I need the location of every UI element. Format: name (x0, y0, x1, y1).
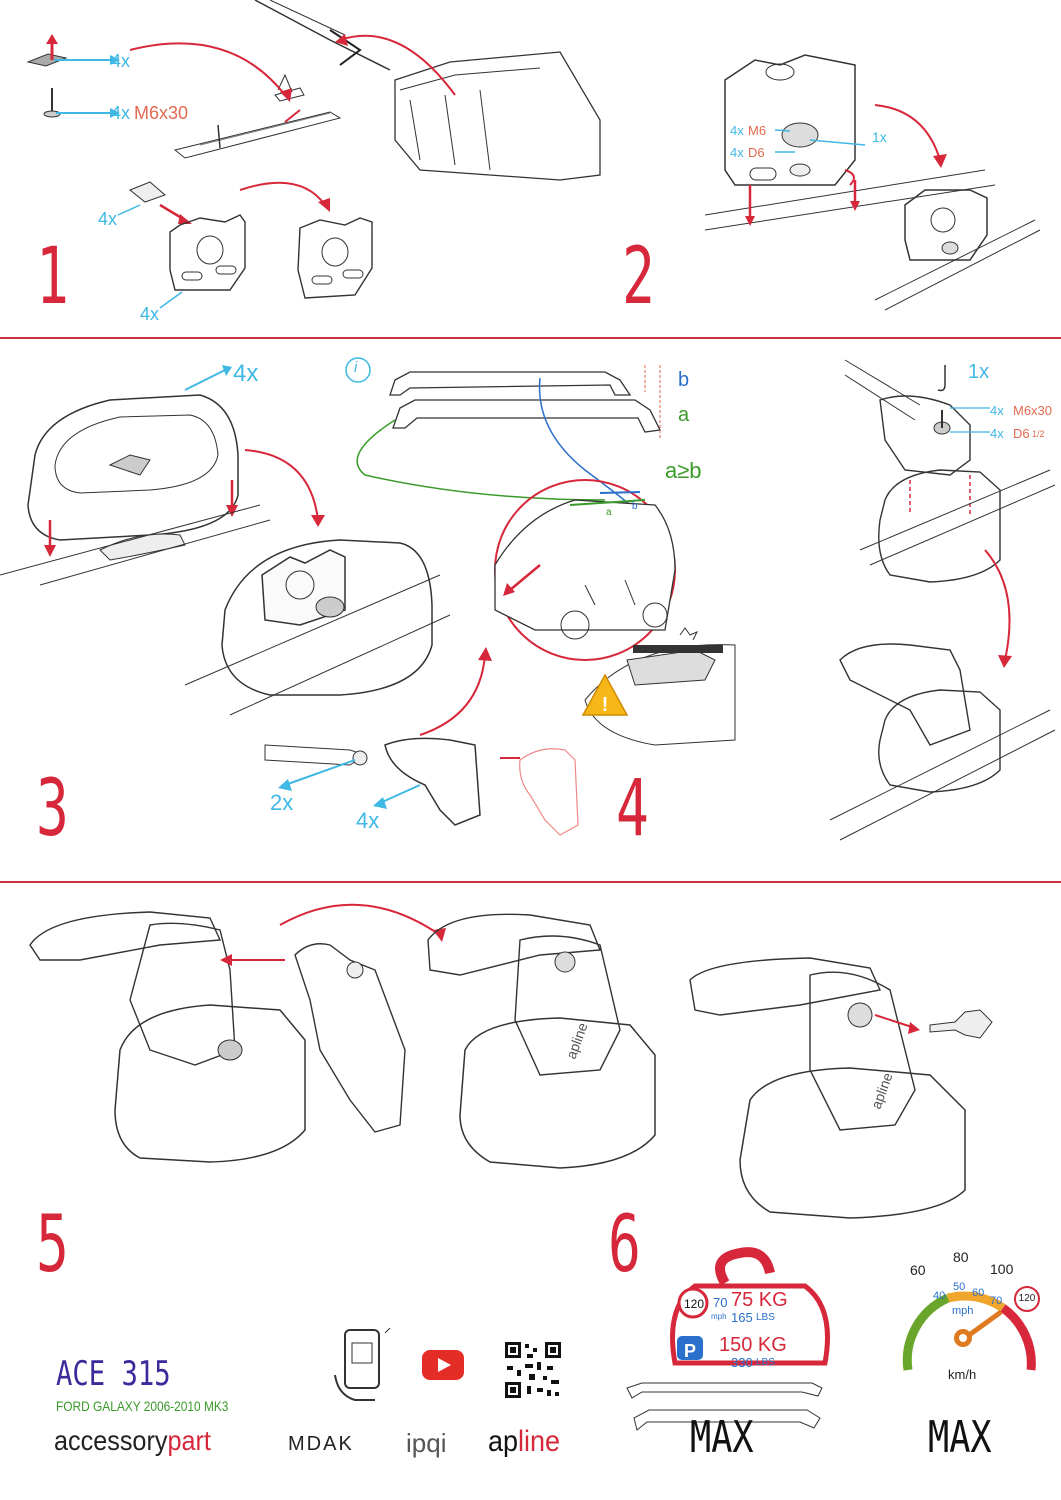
brand-apline: apline (488, 1425, 560, 1459)
weight-icon (670, 1247, 830, 1366)
speed-limit-value: 120 (684, 1297, 705, 1311)
speedo-mph-40: 40 (933, 1290, 946, 1302)
speedometer-icon (902, 1291, 1036, 1371)
bolt-quantity-label-step4: 4x (990, 403, 1004, 418)
step-number-5: 5 (36, 1200, 69, 1290)
parking-kg-value: 150 KG (719, 1334, 787, 1356)
phone-scan-icon (334, 1327, 391, 1401)
step-number-1: 1 (36, 232, 69, 322)
step3-illustration (0, 365, 492, 826)
speedo-mph-60: 60 (972, 1287, 985, 1299)
svg-text:!: ! (602, 694, 609, 716)
step4-foot-illustration (829, 359, 1056, 841)
bracket-quantity-label-b: 4x (140, 304, 160, 324)
load-lbs-value: 165 (731, 1310, 753, 1325)
parking-lbs-unit: LBS (756, 1357, 775, 1368)
measure-b-label: b (678, 369, 690, 391)
tool-quantity-label-step4: 1x (968, 361, 990, 383)
speed-limit-badge-value: 120 (1018, 1293, 1036, 1304)
speedo-tick-100: 100 (990, 1261, 1014, 1277)
svg-text:apline: apline (563, 1020, 591, 1061)
speedo-unit: km/h (948, 1367, 977, 1382)
speedo-tick-60: 60 (910, 1262, 926, 1278)
brand-apline-a: ap (488, 1425, 519, 1458)
step-number-3: 3 (36, 764, 69, 854)
d6-quantity-label: 4x (730, 145, 744, 160)
step4-illustration: ! (345, 357, 736, 746)
vehicle-name: FORD GALAXY 2006-2010 MK3 (56, 1398, 229, 1414)
brand-ipqi: ipqi (406, 1428, 447, 1458)
bolt-spec-label-step4: M6x30 (1013, 403, 1053, 418)
m6-spec-label: M6 (748, 123, 767, 138)
bolt-spec-label: M6x30 (134, 103, 189, 123)
step1-illustration (26, 0, 601, 309)
measurement-rule: a≥b (665, 460, 702, 482)
step2-illustration (704, 54, 1041, 311)
brand-accessorypart-a: accessory (54, 1425, 168, 1456)
speed-limit-badge: 120 (1014, 1286, 1040, 1312)
qr-code-icon[interactable] (503, 1340, 563, 1400)
step-number-4: 4 (616, 764, 649, 854)
speedo-tick-80: 80 (953, 1249, 969, 1265)
section-divider-top (0, 337, 1061, 339)
car-measure-a-label: a (606, 507, 612, 518)
youtube-play-icon (438, 1358, 451, 1372)
washer-spec-label-step4: D6 (1013, 426, 1030, 441)
foot-quantity-label: 4x (356, 808, 380, 833)
bracket-quantity-label-a: 4x (98, 209, 118, 229)
measure-a-label: a (678, 404, 690, 426)
brand-mdak: MDAK (288, 1433, 354, 1455)
model-code: ACE 315 (56, 1354, 171, 1394)
max-speed-label: MAX (928, 1412, 992, 1463)
brand-accessorypart-b: part (167, 1425, 211, 1456)
washer-suffix-label-step4: 1/2 (1032, 429, 1045, 439)
m6-quantity-label: 4x (730, 123, 744, 138)
svg-text:apline: apline (868, 1070, 896, 1111)
parking-lbs-value: 330 (731, 1355, 753, 1370)
pad-quantity-label: 4x (111, 51, 131, 71)
endcap-quantity-label: 2x (270, 790, 294, 815)
speedo-mph-70: 70 (990, 1295, 1003, 1307)
step6-illustration: apline (689, 957, 993, 1219)
brand-apline-b: line (518, 1425, 561, 1458)
info-icon: i (354, 359, 358, 376)
youtube-icon[interactable] (422, 1350, 464, 1380)
speedo-mph-unit: mph (952, 1305, 974, 1317)
d6-spec-label: D6 (748, 145, 765, 160)
foot-preview-outline (500, 748, 579, 836)
speed-mph-value: 70 (713, 1295, 728, 1310)
speed-mph-unit: mph (711, 1312, 727, 1321)
load-lbs-unit: LBS (756, 1312, 775, 1323)
step-number-2: 2 (622, 232, 655, 322)
section-divider-middle (0, 881, 1061, 883)
car-measure-b-label: b (632, 501, 638, 512)
step5-illustration: apline (29, 903, 656, 1169)
load-kg-value: 75 KG (731, 1289, 788, 1311)
bolt-quantity-label: 4x (111, 103, 131, 123)
max-load-label: MAX (690, 1412, 754, 1463)
measurement-rule-text: a≥b (665, 458, 702, 483)
washer-quantity-label-step4: 4x (990, 426, 1004, 441)
tool-quantity-label: 1x (872, 129, 887, 145)
parking-icon: P (684, 1341, 697, 1361)
step-number-6: 6 (608, 1200, 641, 1290)
speedo-mph-50: 50 (953, 1281, 966, 1293)
cap-quantity-label: 4x (233, 360, 259, 387)
crossbar-icon (626, 1382, 823, 1431)
brand-accessorypart: accessorypart (54, 1425, 211, 1457)
